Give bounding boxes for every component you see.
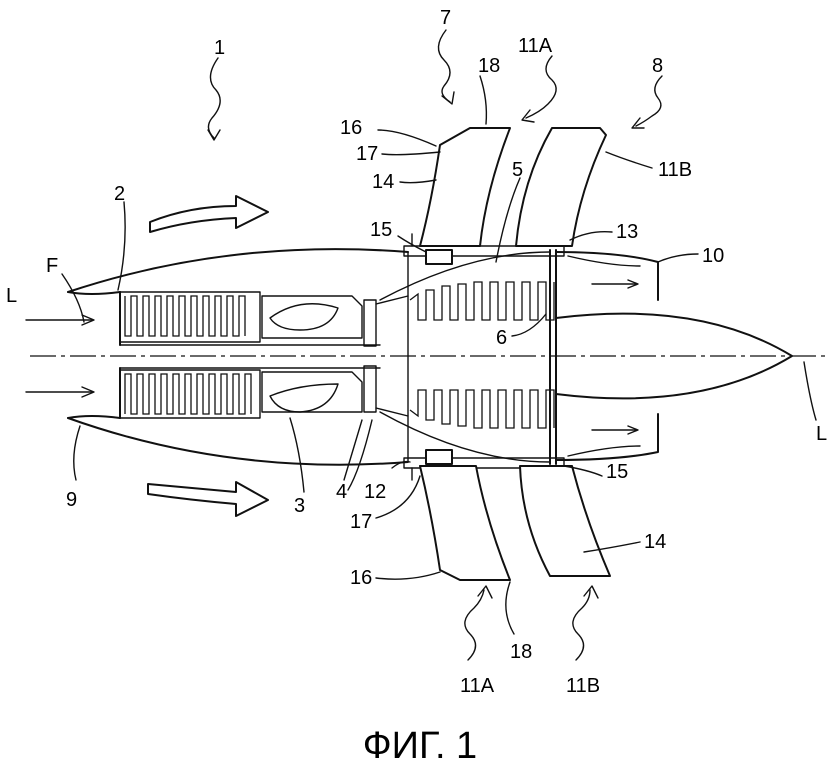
inlet-flow-arrows: [25, 314, 95, 398]
propeller-rear-lower: [519, 465, 611, 577]
label-front-blades-top: 11A: [518, 35, 553, 57]
label-shroud-bottom: 17: [350, 511, 372, 533]
label-turbine-stage: 4: [336, 481, 347, 503]
nacelle: [67, 248, 409, 466]
propeller-front-lower: [419, 465, 511, 581]
label-exhaust: 10: [702, 245, 724, 267]
label-fan-module: 2: [114, 183, 125, 205]
label-root-top: 15: [370, 219, 392, 241]
label-tip-top: 18: [478, 55, 500, 77]
label-shroud-top: 17: [356, 143, 378, 165]
figure-caption: ФИГ. 1: [363, 725, 477, 767]
label-hub-lower: 12: [364, 481, 386, 503]
combustor: [261, 295, 363, 413]
label-hub-upper: 13: [616, 221, 638, 243]
exhaust-nozzle: [555, 251, 793, 461]
power-turbine: [379, 249, 557, 465]
leader-arrows: [207, 29, 663, 661]
bypass-flow-arrow-upper: [149, 195, 269, 233]
label-blade-top: 14: [372, 171, 394, 193]
label-leading-edge-bottom: 16: [350, 567, 372, 589]
compressor-module: [119, 291, 381, 419]
label-rear-blades-bottom: 11B: [566, 675, 600, 697]
label-power-turbine: 5: [512, 159, 523, 181]
turbine-stage: [363, 295, 409, 417]
hub-rings: [403, 233, 565, 481]
label-tip-bottom: 18: [510, 641, 532, 663]
label-leading-edge-top: 16: [340, 117, 362, 139]
label-front-blades-bottom: 11A: [460, 675, 495, 697]
label-airflow-f: F: [46, 255, 58, 277]
label-root-bottom: 15: [606, 461, 628, 483]
label-combustor: 3: [294, 495, 305, 517]
label-blade-bottom: 14: [644, 531, 666, 553]
label-engine: 1: [214, 37, 225, 59]
bypass-flow-arrow-lower: [147, 481, 269, 517]
label-propulsor-front: 7: [440, 7, 451, 29]
propeller-front-upper: [419, 127, 511, 247]
label-leaders: [61, 75, 817, 635]
label-propulsor-rear: 8: [652, 55, 663, 77]
propeller-rear-upper: [515, 127, 607, 247]
label-rear-blades-top: 11B: [658, 159, 692, 181]
label-rotor: 6: [496, 327, 507, 349]
exhaust-flow-arrows: [591, 279, 639, 435]
label-axis-left: L: [6, 285, 17, 307]
label-axis-right: L: [816, 423, 827, 445]
label-nacelle: 9: [66, 489, 77, 511]
